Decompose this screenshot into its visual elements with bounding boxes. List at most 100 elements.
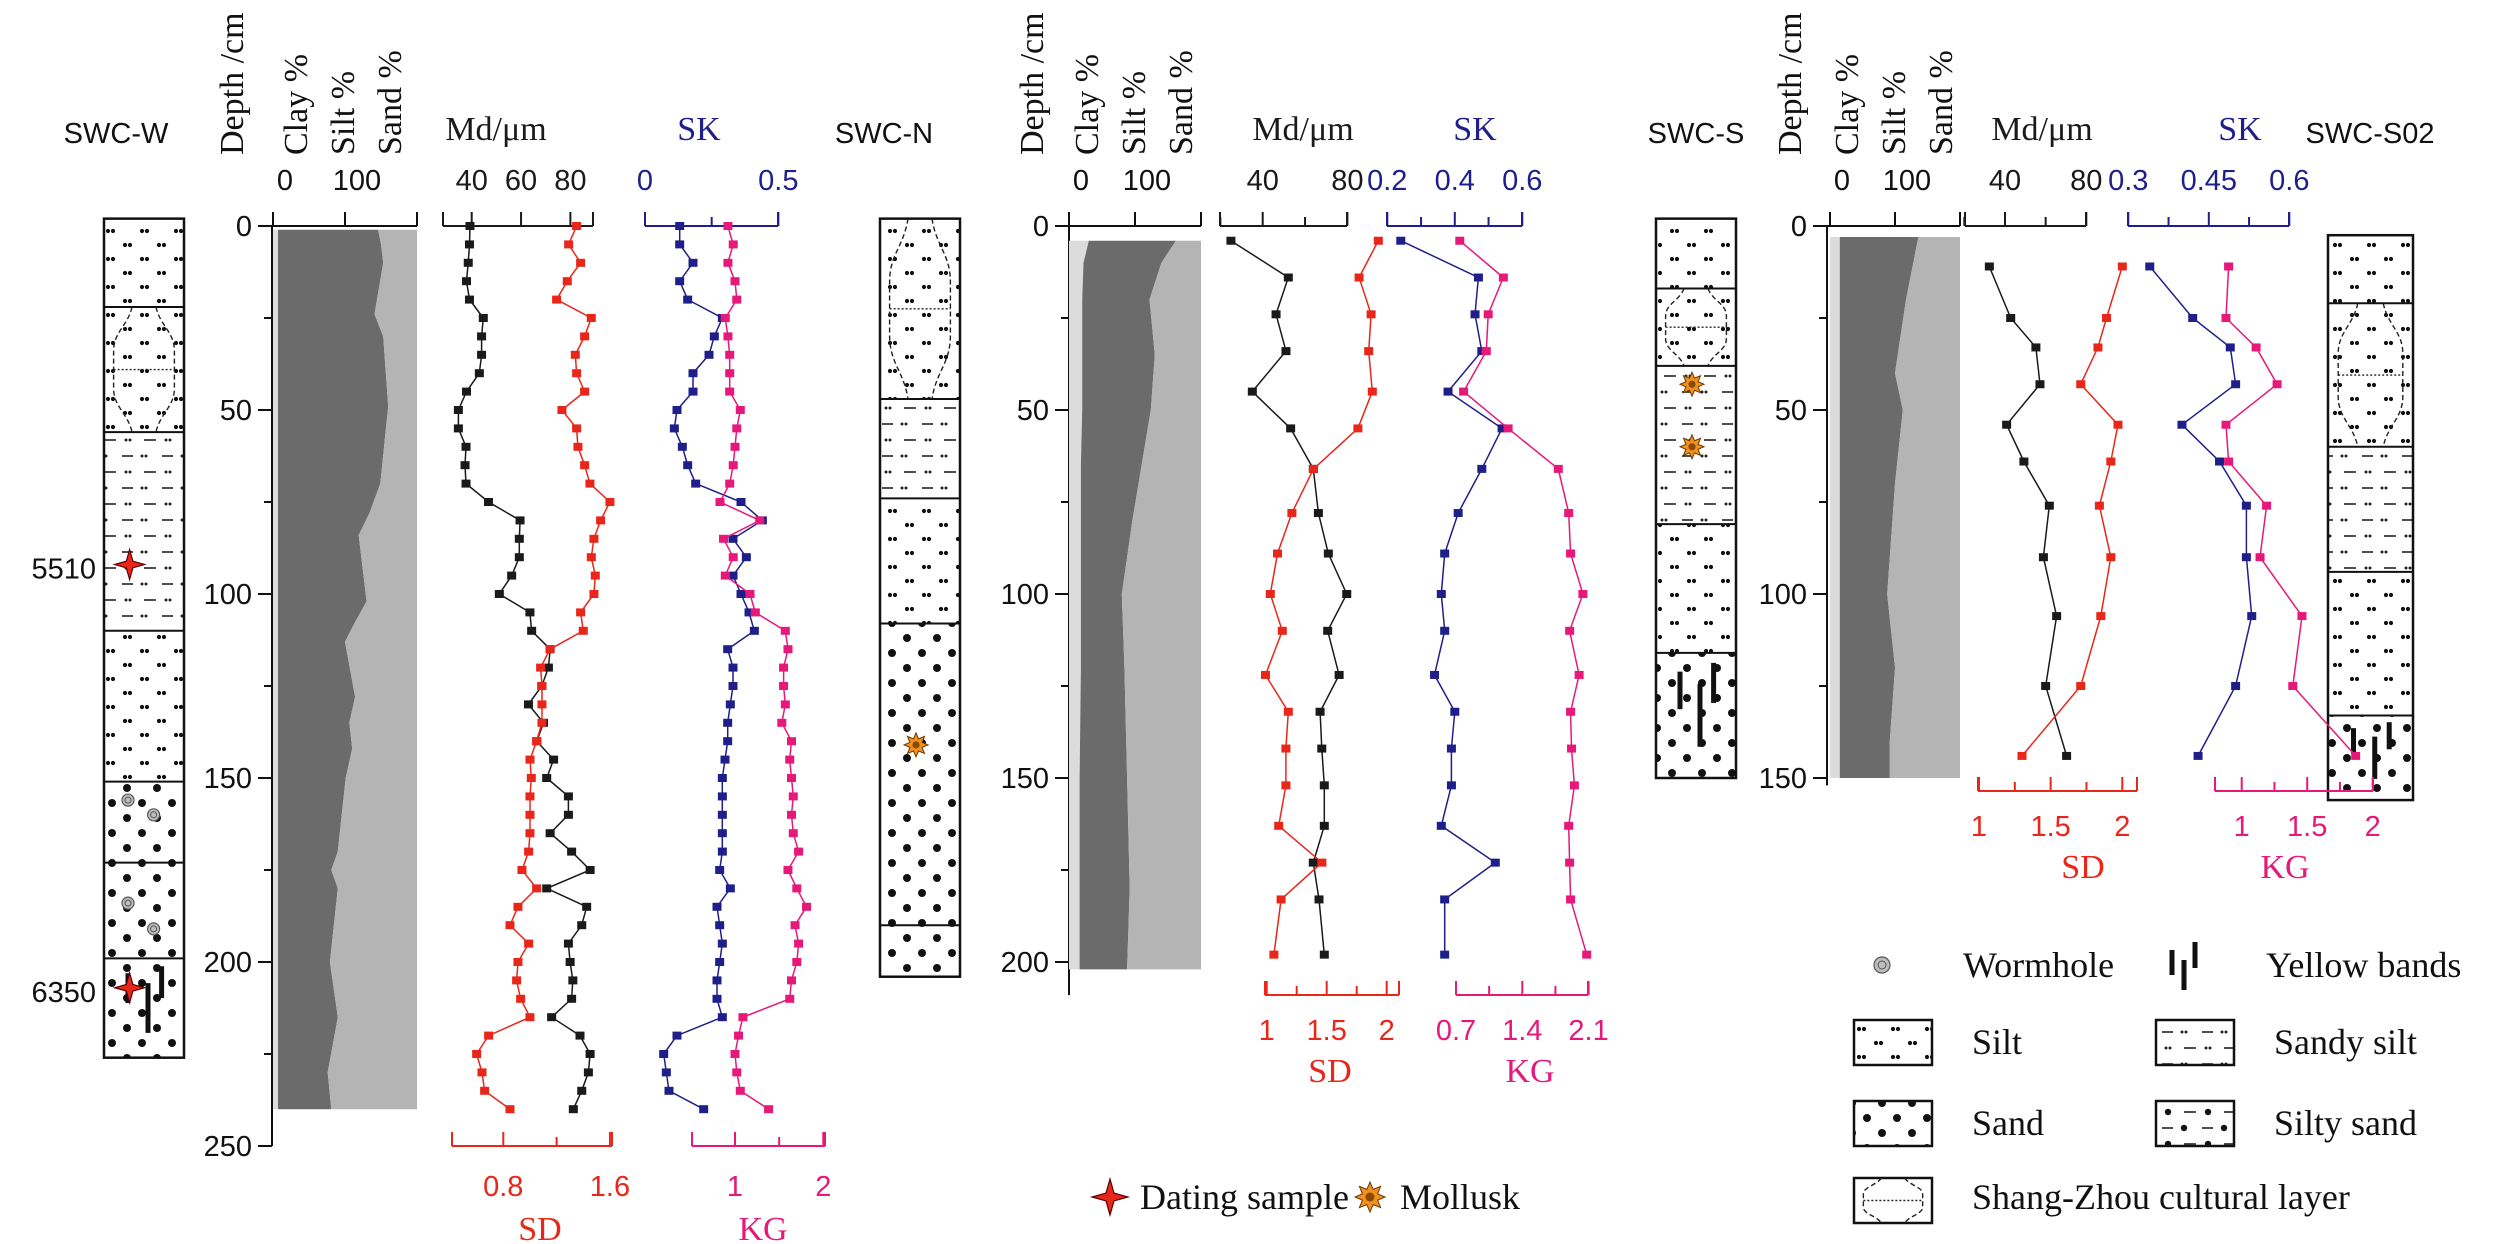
sk-axis: [2127, 212, 2291, 227]
grain-size-tick-label: 100: [1123, 165, 1171, 197]
md-point: [1313, 509, 1323, 518]
legend-mollusk: Mollusk: [1400, 1177, 1520, 1217]
sd-point: [516, 994, 526, 1003]
sd-tick-label: 0.8: [483, 1171, 523, 1203]
header-clay: Clay %: [1829, 54, 1866, 155]
kg-point: [728, 240, 738, 249]
depth-tick-label: 50: [220, 395, 252, 427]
header-sand: Sand %: [1923, 50, 1960, 155]
md-point: [1308, 858, 1318, 867]
yellow-bands-symbol: [2351, 722, 2392, 779]
sk-point: [659, 1050, 669, 1058]
kg-point: [787, 810, 797, 819]
layer-sandy-silt: [2328, 446, 2413, 572]
kg-point: [1459, 387, 1469, 396]
sd-point: [589, 590, 599, 598]
sd-point: [524, 847, 534, 856]
column-frame: [102, 217, 186, 1059]
kg-point: [792, 884, 802, 893]
sk-tick-label: 0.45: [2181, 165, 2237, 197]
sd-point: [525, 792, 535, 801]
sd-point: [537, 718, 547, 727]
sk-point: [2231, 380, 2241, 389]
sk-point: [720, 755, 730, 764]
sk-point: [704, 350, 714, 359]
wormhole-inner: [150, 811, 158, 819]
kg-axis-title: KG: [2260, 849, 2309, 886]
sd-point: [564, 240, 574, 249]
sk-point: [1436, 821, 1446, 830]
sk-point: [2215, 457, 2225, 466]
sk-point: [741, 553, 751, 562]
md-point: [2002, 420, 2012, 429]
depth-tick-label: 0: [1033, 211, 1049, 243]
depth-axis: [1055, 225, 1070, 996]
sd-point: [2117, 262, 2127, 271]
sd-point: [1276, 895, 1286, 904]
kg-point: [794, 939, 804, 948]
sd-tick-label: 1: [1971, 811, 1987, 843]
sd-point: [1269, 950, 1279, 959]
sd-point: [1277, 626, 1287, 635]
sd-point: [484, 1031, 494, 1040]
sk-point: [2225, 343, 2235, 352]
md-point: [523, 700, 533, 709]
kg-point: [2221, 314, 2231, 322]
sd-point: [1281, 744, 1291, 753]
sk-point: [2145, 262, 2155, 271]
silty-sand-legend-swatch-fill: [2156, 1101, 2234, 1146]
sd-point: [2076, 380, 2086, 389]
md-point: [1984, 262, 1994, 271]
kg-point: [719, 534, 729, 543]
yellow-bands-symbol: [1677, 662, 1717, 747]
sd-point: [480, 1086, 490, 1095]
kg-axis: [1455, 981, 1590, 996]
sand-area: [1887, 237, 1960, 778]
sd-axis: [1977, 777, 2138, 792]
sd-axis-title: SD: [1308, 1053, 1351, 1090]
cultural-outline-left: [1664, 288, 1685, 367]
sd-point: [513, 958, 523, 966]
kg-axis: [2214, 777, 2374, 792]
sk-point: [717, 1013, 727, 1022]
sk-point: [717, 774, 727, 782]
md-point: [453, 406, 463, 414]
kg-point: [787, 737, 797, 746]
kg-point: [788, 829, 798, 838]
kg-point: [732, 295, 742, 304]
layer-silt: [2328, 235, 2413, 304]
sk-point: [1470, 310, 1480, 319]
kg-point: [2224, 457, 2234, 466]
sk-point: [675, 277, 685, 286]
lithology-column-swc-s02: SWC-S02: [2306, 118, 2434, 802]
layer-silt: [880, 498, 960, 624]
sk-axis-title: SK: [2218, 111, 2262, 148]
sk-point: [717, 810, 727, 819]
kg-point: [1567, 744, 1577, 753]
md-tick-label: 40: [1989, 165, 2021, 197]
sd-point: [532, 737, 542, 746]
md-point: [563, 939, 573, 948]
kg-point: [779, 682, 789, 690]
sk-point: [736, 498, 746, 506]
sd-point: [1367, 387, 1377, 396]
sd-point: [1364, 347, 1374, 356]
kg-point: [1483, 310, 1493, 319]
md-point: [527, 626, 537, 635]
kg-point: [1574, 670, 1584, 679]
sd-point: [580, 387, 590, 396]
wormhole-icon: [121, 896, 135, 910]
kg-point: [723, 258, 733, 267]
kg-tick-label: 2: [815, 1171, 831, 1203]
md-point: [462, 277, 472, 286]
legend-silt: Silt: [1972, 1022, 2022, 1062]
dating-age-label: 5510: [31, 554, 96, 586]
sd-point: [596, 516, 606, 525]
md-point: [1317, 744, 1327, 753]
sd-point: [1366, 310, 1376, 319]
sk-point: [728, 571, 738, 580]
